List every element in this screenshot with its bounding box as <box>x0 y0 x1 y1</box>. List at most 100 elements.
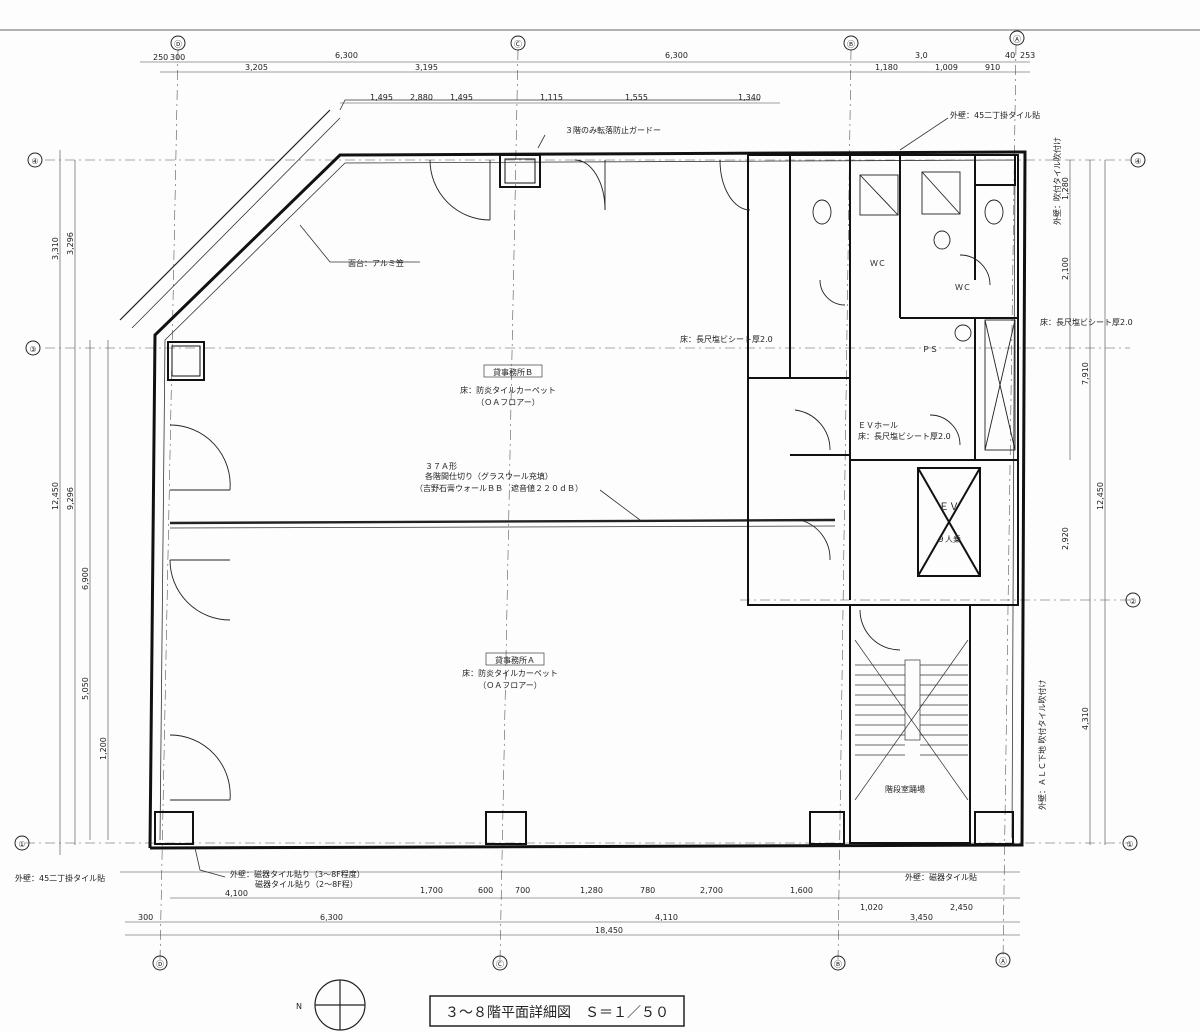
dim-right-5: 2,920 <box>1061 527 1070 550</box>
dim-top-a1: 300 <box>170 53 185 62</box>
dim-top-c1: 2,880 <box>410 93 433 102</box>
dim-left-0: 3,310 <box>51 237 60 260</box>
wc-label-2: ＷＣ <box>955 283 971 292</box>
dim-top-a5: 40 <box>1005 51 1015 60</box>
dim-top-b3: 1,009 <box>935 63 958 72</box>
dims-bottom: 4,100 1,700 600 700 1,280 780 2,700 1,60… <box>138 886 973 935</box>
ps-label: ＰＳ <box>922 345 938 354</box>
dim-left-1: 3,296 <box>66 232 75 255</box>
dim-bot-b3: 3,450 <box>910 913 933 922</box>
grid-bubble-c-top <box>510 35 526 51</box>
grid-bubble-3-left <box>25 340 41 356</box>
dim-bot-a2: 600 <box>478 886 493 895</box>
grid-bubble-1-left <box>14 835 30 851</box>
dim-left-6: 1,200 <box>99 737 108 760</box>
annotation-right-top: 外壁：吹付タイル吹付け <box>1052 137 1062 225</box>
room-a-note: （ＯＡフロアー） <box>478 681 542 690</box>
annotation-bottom-right: 外壁：磁器タイル貼 <box>905 872 977 882</box>
dim-bot-a3: 700 <box>515 886 530 895</box>
toilet-fixtures <box>812 171 1016 451</box>
dim-top-b0: 3,205 <box>245 63 268 72</box>
grid-label-1-right: ① <box>1126 840 1133 849</box>
core-walls <box>747 154 1019 844</box>
dim-right-1: 2,100 <box>1061 257 1070 280</box>
grid-label-1-left: ① <box>18 840 25 849</box>
dim-bot-a6: 2,700 <box>700 886 723 895</box>
stair-treads <box>854 639 969 801</box>
dim-top-b2: 1,180 <box>875 63 898 72</box>
grid-label-d-top: Ⓓ <box>174 40 182 49</box>
stair-hall-label: 階段室踊場 <box>885 784 925 794</box>
grid-bubbles: Ⓓ Ⓒ Ⓑ Ⓐ Ⓓ Ⓒ Ⓑ Ⓐ ④ ③ ① ④ ② ① <box>14 30 1146 971</box>
dims-left: 3,310 3,296 12,450 9,296 6,900 5,050 1,2… <box>51 232 108 760</box>
dim-bot-b5: 1,020 <box>860 903 883 912</box>
dim-left-4: 6,900 <box>81 567 90 590</box>
title-frame <box>429 995 685 1027</box>
grid-label-c-bottom: Ⓒ <box>496 960 504 969</box>
title-block: ３～８階平面詳細図 Ｓ＝１／５０ <box>429 995 685 1027</box>
ev-name: ＥＶ <box>939 502 959 513</box>
room-a-tag <box>485 652 545 666</box>
partition-note: ３７Ａ形 各階間仕切り（グラスウール充填） （吉野石膏ウォールＢＢ 遮音値２２０… <box>415 462 641 521</box>
dim-top-c2: 1,495 <box>450 93 473 102</box>
ev-hall-name: ＥＶホール <box>858 421 898 430</box>
partition-note-2: 各階間仕切り（グラスウール充填） <box>425 471 553 481</box>
dim-top-c5: 1,340 <box>738 93 761 102</box>
dim-left-5: 5,050 <box>81 677 90 700</box>
dim-bot-a5: 780 <box>640 886 655 895</box>
dim-left-3: 9,296 <box>66 487 75 510</box>
grid-bubble-d-bottom <box>152 955 168 971</box>
grid-bubble-2-right <box>1125 592 1141 608</box>
dimension-lines <box>59 61 1106 936</box>
partition-note-1: ３７Ａ形 <box>425 462 457 471</box>
dim-top-a6: 253 <box>1020 51 1035 60</box>
dim-top-a2: 6,300 <box>335 51 358 60</box>
dim-bot-b0: 300 <box>138 913 153 922</box>
dim-top-a4: 3,0 <box>915 51 928 60</box>
grid-lines <box>25 44 1130 961</box>
grid-bubble-4-left <box>27 152 43 168</box>
grid-label-4-right: ④ <box>1134 157 1141 166</box>
room-b-tag <box>483 364 543 378</box>
grid-label-b-top: Ⓑ <box>847 40 855 49</box>
dim-bot-a7: 1,600 <box>790 886 813 895</box>
dim-top-c3: 1,115 <box>540 93 563 102</box>
grid-bubble-1-right <box>1122 835 1138 851</box>
ev-hall-floor: 床：長尺塩ビシート厚2.0 <box>858 431 951 441</box>
drawing-title: ３～８階平面詳細図 Ｓ＝１／５０ <box>445 1005 669 1021</box>
dim-bot-a0: 4,100 <box>225 889 248 898</box>
north-label: N <box>296 1002 302 1011</box>
dim-top-b1: 3,195 <box>415 63 438 72</box>
grid-bubble-a-top <box>1009 30 1025 46</box>
grid-label-b-bottom: Ⓑ <box>834 960 842 969</box>
dim-bot-total: 18,450 <box>595 926 623 935</box>
grid-label-4-left: ④ <box>31 157 38 166</box>
grid-bubble-b-bottom <box>830 955 846 971</box>
dim-bot-b4: 2,450 <box>950 903 973 912</box>
dim-bot-b1: 6,300 <box>320 913 343 922</box>
grid-bubble-c-bottom <box>492 955 508 971</box>
dim-right-0: 1,280 <box>1061 177 1070 200</box>
dim-top-c4: 1,555 <box>625 93 648 102</box>
grid-label-d-bottom: Ⓓ <box>156 960 164 969</box>
columns <box>154 154 1016 845</box>
room-a-floor: 床：防炎タイルカーペット <box>462 668 558 678</box>
ev-shaft <box>917 467 981 577</box>
dim-right-3: 12,450 <box>1096 482 1105 510</box>
grid-label-a-top: Ⓐ <box>1013 35 1021 44</box>
partition-note-3: （吉野石膏ウォールＢＢ 遮音値２２０ｄＢ） <box>415 483 583 493</box>
annotation-left: 外壁：45二丁掛タイル貼 <box>15 873 105 883</box>
grid-bubble-d-top <box>170 35 186 51</box>
grid-label-3-left: ③ <box>29 345 36 354</box>
annotation-alumi: 面台：アルミ笠 <box>348 258 404 268</box>
exterior-walls <box>119 99 1027 850</box>
stair <box>849 604 971 844</box>
room-a-name: 貸事務所Ａ <box>495 655 535 665</box>
annotation-right: 外壁：ＡＬＣ下地 吹付タイル吹付け <box>1037 679 1047 810</box>
dim-bot-b2: 4,110 <box>655 913 678 922</box>
dim-top-b4: 910 <box>985 63 1000 72</box>
grid-label-c-top: Ⓒ <box>514 40 522 49</box>
doors <box>169 159 991 801</box>
balcony-rail <box>119 109 331 321</box>
grid-label-2-right: ② <box>1129 597 1136 606</box>
